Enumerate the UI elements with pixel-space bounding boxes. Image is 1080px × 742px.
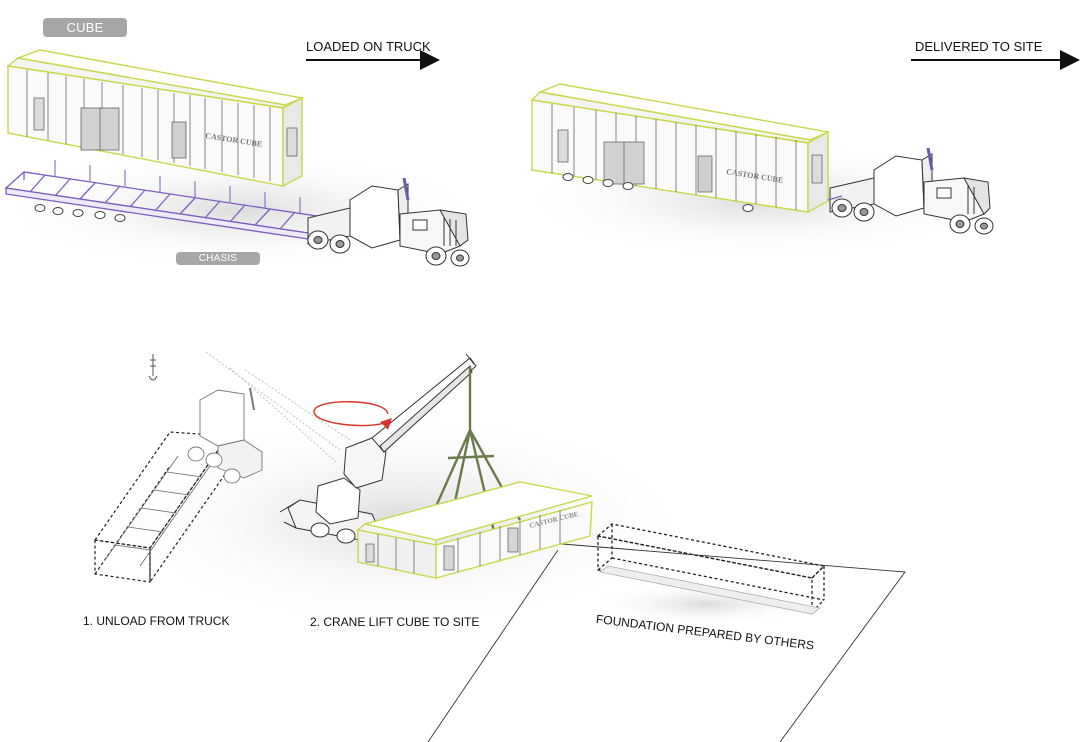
loaded-on-truck-label: LOADED ON TRUCK <box>306 39 431 54</box>
step-1-label: 1. UNLOAD FROM TRUCK <box>83 614 229 628</box>
scene-unload-and-crane: CASTOR CUBE <box>95 352 905 742</box>
cube-tag: CUBE <box>43 18 127 37</box>
delivered-to-site-label: DELIVERED TO SITE <box>915 39 1042 54</box>
chasis-tag: CHASIS <box>176 252 260 265</box>
scene-loaded-on-truck: CASTOR CUBE <box>0 50 490 270</box>
scene-delivered-to-site: CASTOR CUBE <box>510 60 1076 260</box>
hook-icon <box>149 354 157 380</box>
step-2-label: 2. CRANE LIFT CUBE TO SITE <box>310 615 479 629</box>
